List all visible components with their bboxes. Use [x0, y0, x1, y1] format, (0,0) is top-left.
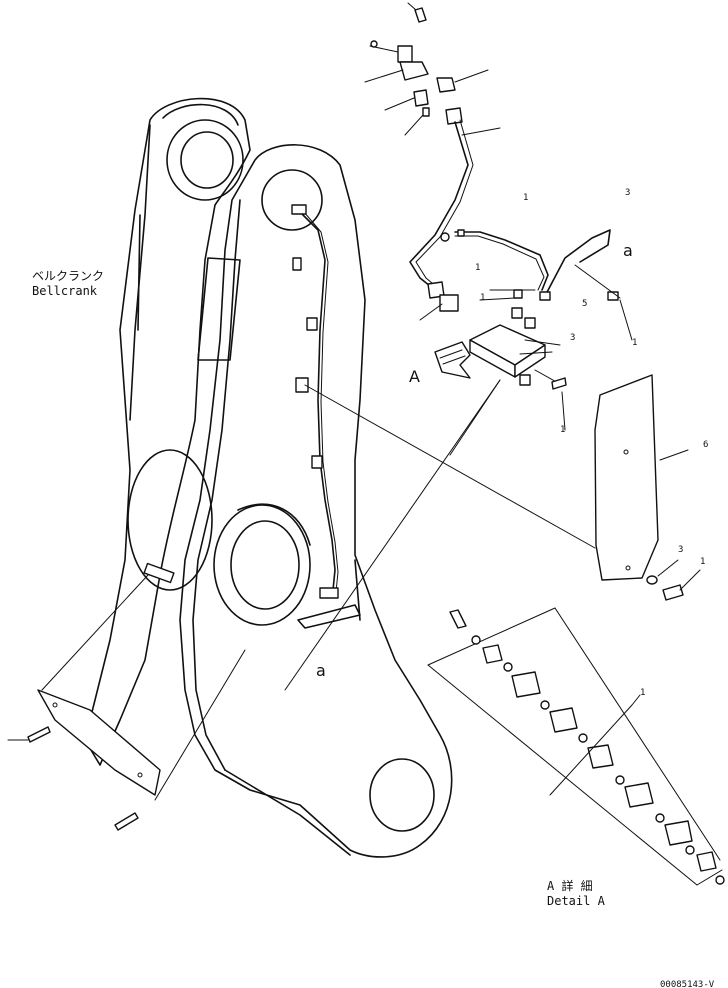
front-plate-bottom-eye	[369, 758, 435, 832]
manifold-fitting-3	[519, 374, 531, 386]
front-plate-top-eye	[261, 169, 323, 231]
detail-oring-4	[615, 775, 625, 785]
harness-clip-2	[306, 317, 318, 331]
detail-oring-5	[655, 813, 665, 823]
view-a-arrow	[434, 341, 471, 379]
cover-plate-pin	[143, 562, 175, 584]
manifold-fitting-4	[513, 289, 523, 299]
back-plate-upper-eye	[166, 119, 244, 201]
detail-block-1	[482, 644, 503, 664]
manifold-block	[469, 324, 546, 378]
top-bolt	[407, 2, 427, 23]
harness-bottom-connector	[319, 587, 339, 599]
cover-plate-bolt-2	[114, 812, 139, 831]
bellcrank-label-jp: ベルクランク	[32, 269, 104, 283]
leader-a-to-manifold	[284, 379, 501, 691]
callout-manifold-fitting: 1	[475, 263, 480, 273]
long-hydraulic-hose	[409, 121, 469, 291]
harness-end-connector	[291, 204, 307, 215]
detail-block-5	[624, 782, 654, 808]
solenoid-valve	[364, 40, 429, 83]
bellcrank-label-en: Bellcrank	[32, 284, 98, 298]
detail-oring-6	[685, 845, 695, 855]
manifold-fitting-1	[511, 307, 523, 319]
leader-boss-to-guard	[304, 384, 596, 549]
front-plate-mid-boss	[213, 503, 311, 626]
detail-label-jp: A 詳 細	[547, 878, 593, 893]
detail-block-3	[549, 707, 578, 733]
callout-pipe-3-end: 1	[632, 338, 637, 348]
bellcrank-front-plate	[179, 144, 453, 858]
callout-guard-bolt: 1	[700, 557, 705, 567]
callout-manifold-adapter: 1	[480, 293, 485, 303]
back-plate-lower-eye	[127, 449, 213, 591]
detail-oring-3	[578, 733, 588, 743]
section-a-label-bottom: a	[316, 661, 326, 680]
detail-label-en: Detail A	[547, 894, 606, 908]
detail-block-6	[664, 820, 693, 846]
drawing-id: 00085143-V	[660, 980, 715, 988]
detail-block-2	[511, 671, 541, 698]
manifold-fitting-5	[539, 291, 551, 301]
callout-manifold-bolt: 1	[560, 425, 565, 435]
cover-plate-bolt-1	[7, 726, 51, 743]
manifold-adapter	[439, 294, 459, 312]
detail-block-7	[696, 851, 717, 872]
elbow-fitting	[436, 69, 489, 93]
harness-boss	[295, 377, 309, 393]
harness-clip-1	[292, 257, 302, 271]
side-panel	[197, 257, 241, 361]
detail-washer-1	[471, 635, 481, 645]
orifice-plug	[422, 107, 430, 117]
guard-bolt	[662, 569, 701, 601]
detail-oring-2	[540, 700, 550, 710]
callout-detail-a: 1	[640, 688, 645, 698]
guard-plate	[594, 374, 659, 581]
detail-bolt	[449, 609, 467, 629]
detail-oring-7	[715, 875, 725, 885]
callout-pipe-1: 1	[523, 193, 528, 203]
detail-oring-1	[503, 662, 513, 672]
harness-on-bellcrank	[299, 211, 336, 591]
callout-fitting-5: 5	[582, 299, 587, 309]
harness-clip-3	[311, 455, 323, 469]
detail-block-4	[587, 744, 614, 769]
nipple-fitting	[384, 89, 429, 111]
callout-guard-washer: 3	[678, 545, 683, 555]
view-a-label: A	[409, 367, 420, 386]
bellcrank-back-plate	[84, 97, 251, 766]
section-a-label-top: a	[623, 241, 633, 260]
pipe-1-nut	[457, 229, 465, 237]
detail-a-view	[427, 607, 725, 886]
callout-manifold-3: 3	[570, 333, 575, 343]
hose-top-fitting	[445, 107, 463, 125]
callout-pipe-3: 3	[625, 188, 630, 198]
manifold-fitting-2	[524, 317, 536, 329]
bottom-cover-plate	[37, 689, 161, 796]
manifold-bolt	[551, 377, 567, 390]
callout-guard-plate: 6	[703, 440, 708, 450]
pipe-1-end	[440, 232, 450, 242]
pipe-3	[544, 229, 611, 297]
pipe-1	[454, 231, 549, 291]
bottom-mount-bracket	[297, 604, 361, 629]
guard-washer	[646, 559, 679, 585]
